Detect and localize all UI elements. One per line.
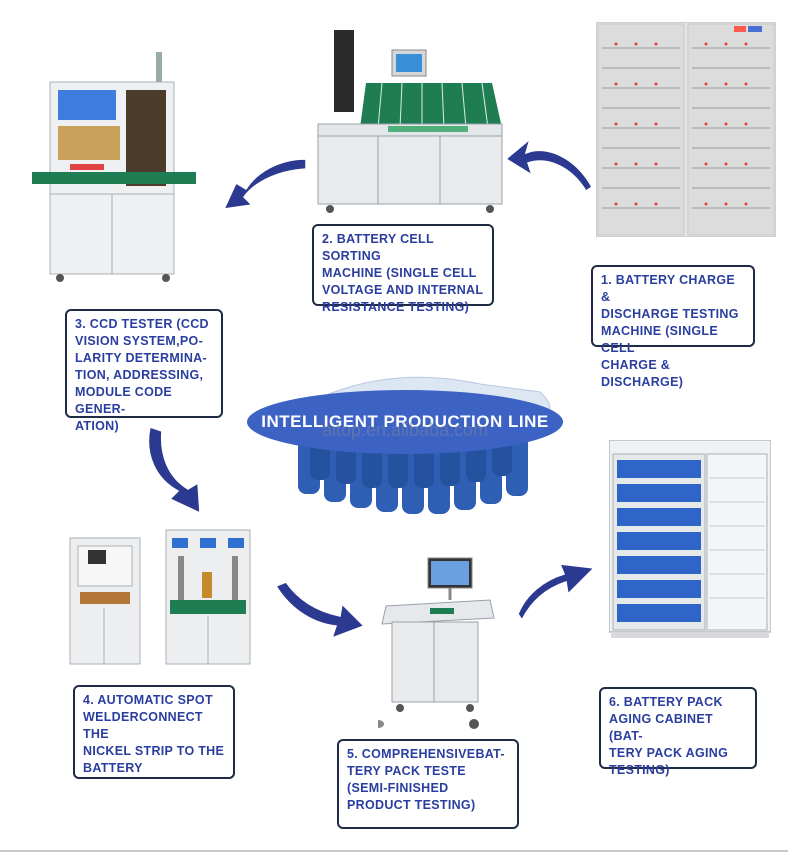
cell-sorting-machine-image [317,30,503,213]
arrow-4-to-5 [274,581,366,640]
step-1-label: 1. BATTERY CHARGE & DISCHARGE TESTING MA… [591,265,755,389]
watermark-text: aitop.en.alibaba.com [321,420,489,440]
step-6-label: 6. BATTERY PACK AGING CABINET (BAT- TERY… [599,687,757,777]
bottom-divider [0,850,788,852]
arrow-2-to-3 [222,158,307,210]
spot-welder-image [69,529,251,665]
step-4-label: 4. AUTOMATIC SPOT WELDERCONNECT THE NICK… [73,685,235,779]
step-2-label: 2. BATTERY CELL SORTING MACHINE (SINGLE … [312,224,494,314]
battery-pack-image [247,376,563,514]
charge-discharge-cabinet-image [596,22,776,237]
production-line-title: INTELLIGENT PRODUCTION LINE [261,412,549,431]
pack-tester-image [378,557,495,729]
step-3-label: 3. CCD TESTER (CCD VISION SYSTEM,PO- LAR… [65,309,223,433]
ccd-tester-image [32,52,196,282]
arrow-1-to-2 [504,136,593,193]
aging-cabinet-image [609,440,771,638]
arrow-5-to-6 [517,563,596,622]
step-5-label: 5. COMPREHENSIVEBAT- TERY PACK TESTE (SE… [337,739,519,829]
arrow-3-to-4 [147,426,201,515]
